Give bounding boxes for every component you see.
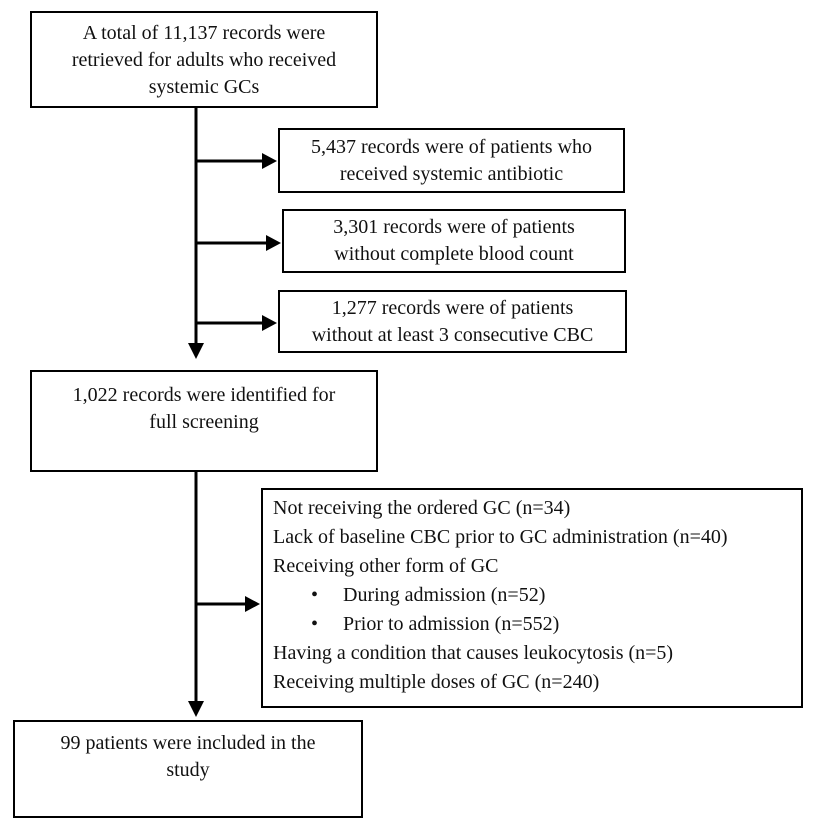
box-full-screening: 1,022 records were identified for full s… <box>30 370 378 472</box>
box-antibiotic-excluded: 5,437 records were of patients who recei… <box>278 128 625 193</box>
box-text-line: retrieved for adults who received <box>71 49 337 71</box>
box-text-line: full screening <box>149 411 259 433</box>
exclusion-bullet-item: • During admission (n=52) <box>273 581 791 610</box>
exclusion-line: Receiving multiple doses of GC (n=240) <box>273 671 600 693</box>
box-text-line: systemic GCs <box>148 76 260 98</box>
exclusion-line: Receiving other form of GC <box>273 555 499 577</box>
box-no-cbc-excluded: 3,301 records were of patients without c… <box>282 209 626 273</box>
arrowhead-antibiotic <box>262 153 277 169</box>
exclusion-line: Having a condition that causes leukocyto… <box>273 642 674 664</box>
exclusion-bullet-item: • Prior to admission (n=552) <box>273 610 791 639</box>
arrowhead-no-cbc <box>266 235 281 251</box>
exclusion-bullet-text: During admission (n=52) <box>343 584 546 606</box>
box-text-line: 3,301 records were of patients <box>333 216 575 238</box>
box-text-line: received systemic antibiotic <box>339 162 564 185</box>
box-text-line: study <box>166 759 210 781</box>
box-total-records: A total of 11,137 records were retrieved… <box>30 11 378 108</box>
exclusion-line: Lack of baseline CBC prior to GC adminis… <box>273 526 728 548</box>
arrowhead-no-consecutive-cbc <box>262 315 277 331</box>
box-text-line: 1,022 records were identified for <box>72 384 336 406</box>
bullet-icon: • <box>311 613 319 635</box>
arrowhead-to-screening <box>188 343 204 359</box>
box-exclusion-reasons: Not receiving the ordered GC (n=34) Lack… <box>261 488 803 708</box>
exclusion-bullet-text: Prior to admission (n=552) <box>343 613 560 635</box>
exclusion-line: Not receiving the ordered GC (n=34) <box>273 497 571 519</box>
arrowhead-exclusions <box>245 596 260 612</box>
arrowhead-to-included <box>188 701 204 717</box>
box-text-line: without at least 3 consecutive CBC <box>311 323 594 346</box>
box-text-line: 1,277 records were of patients <box>331 296 574 319</box>
box-text-line: without complete blood count <box>334 243 574 265</box>
box-no-consecutive-cbc-excluded: 1,277 records were of patients without a… <box>278 290 627 353</box>
box-included-patients: 99 patients were included in the study <box>13 720 363 818</box>
box-text-line: 5,437 records were of patients who <box>310 135 593 158</box>
bullet-icon: • <box>311 584 319 606</box>
box-text-line: A total of 11,137 records were <box>82 22 326 44</box>
box-text-line: 99 patients were included in the <box>60 732 316 754</box>
